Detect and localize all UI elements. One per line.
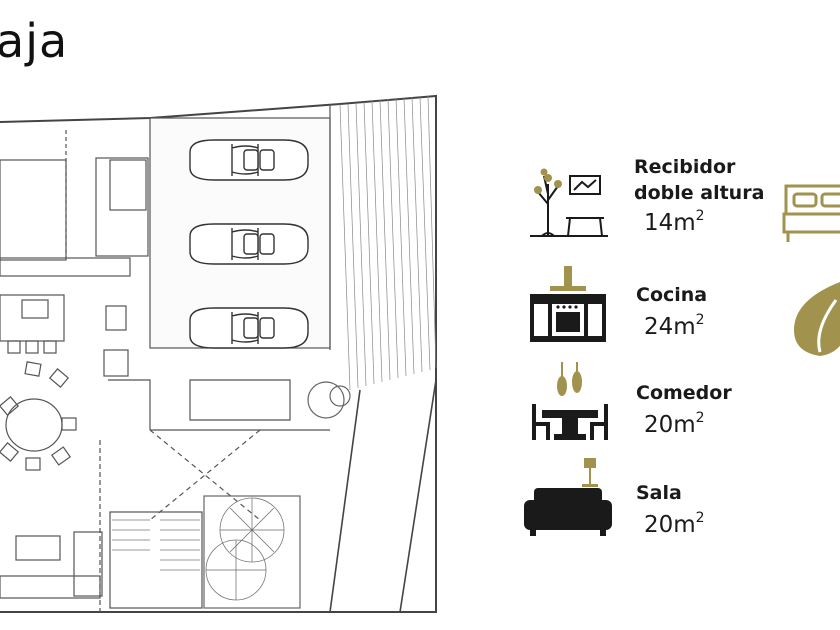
bed-icon [782, 184, 840, 242]
legend-item-comedor: Comedor 20m2 [520, 362, 820, 452]
legend-area: 14m2 [644, 208, 705, 236]
legend-name: Cocina [636, 284, 708, 306]
legend-item-recibidor: Recibidor doble altura 14m2 [520, 150, 820, 250]
legend-area: 20m2 [644, 510, 705, 538]
kitchen-icon [530, 266, 606, 342]
floor-plan [0, 94, 437, 613]
leaf-icon [794, 282, 840, 356]
page-title: aja [0, 14, 69, 68]
legend-item-cocina: Cocina 24m2 [520, 262, 820, 352]
legend-area: 20m2 [644, 410, 705, 438]
legend-item-sala: Sala 20m2 [520, 458, 820, 548]
entry-hall-icon [530, 168, 608, 237]
living-room-icon [524, 458, 612, 536]
legend-name: Sala [636, 482, 682, 504]
dining-icon [532, 362, 608, 440]
legend-name: Comedor [636, 382, 732, 404]
legend-area: 24m2 [644, 312, 705, 340]
legend-name: Recibidor doble altura [634, 156, 765, 204]
